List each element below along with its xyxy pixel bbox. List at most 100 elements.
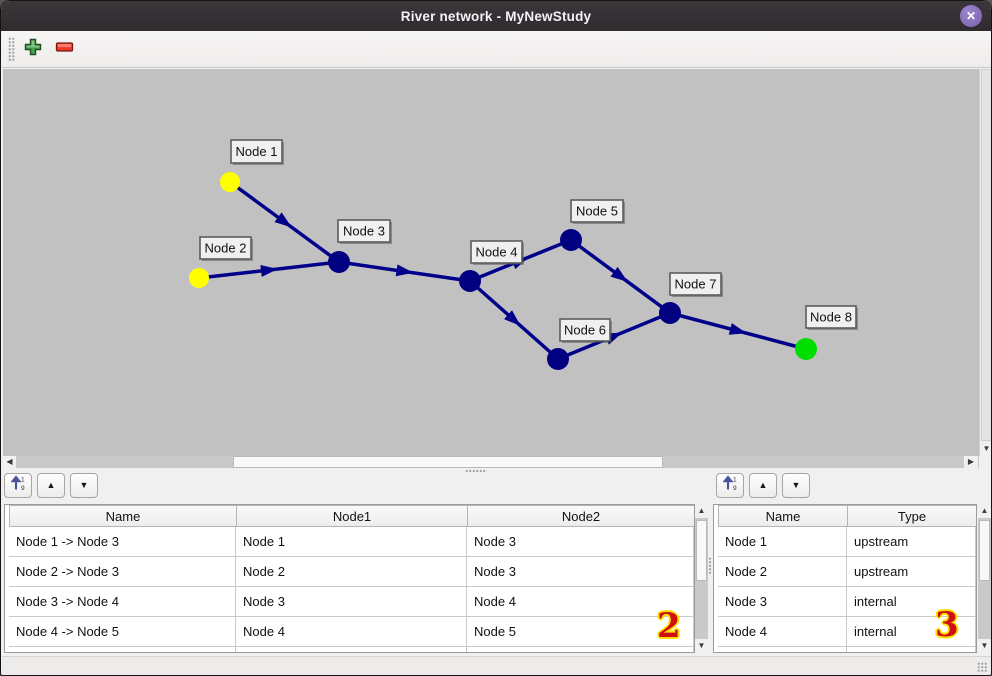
table-cell[interactable]: Node 4: [236, 617, 467, 647]
nodes-table-vscrollbar[interactable]: ▲ ▼: [978, 504, 991, 653]
titlebar: River network - MyNewStudy ✕: [1, 1, 991, 31]
canvas-scroll-left-icon[interactable]: ◀: [3, 456, 16, 468]
up-triangle-icon: ▲: [758, 480, 768, 490]
node-Node-5[interactable]: [560, 229, 582, 251]
minus-icon: [55, 40, 75, 58]
nodes-scroll-up-icon[interactable]: ▲: [978, 504, 991, 518]
table-cell[interactable]: Node 2 -> Node 3: [9, 557, 236, 587]
node-Node-1[interactable]: [220, 172, 240, 192]
column-header-node2: Node2: [467, 505, 694, 527]
node-label: Node 5: [576, 204, 618, 219]
edges-table-vscrollbar-thumb[interactable]: [696, 520, 707, 581]
edge-arrow-icon: [274, 212, 292, 228]
nodes-scroll-down-icon[interactable]: ▼: [978, 639, 991, 653]
canvas-vscrollbar-thumb[interactable]: [981, 69, 991, 441]
node-Node-6[interactable]: [547, 348, 569, 370]
table-cell[interactable]: Node 3 -> Node 4: [9, 587, 236, 617]
column-header-name: Name: [9, 505, 237, 527]
add-node-button[interactable]: [19, 35, 47, 63]
svg-text:9: 9: [21, 485, 25, 491]
node-Node-2[interactable]: [189, 268, 209, 288]
toolbar-drag-handle[interactable]: [8, 37, 15, 62]
table-cell: [236, 647, 467, 652]
table-cell: [9, 647, 236, 652]
node-Node-7[interactable]: [659, 302, 681, 324]
sort-ascending-icon: 1 9: [721, 475, 738, 496]
node-label-box: [570, 199, 624, 223]
canvas-vscrollbar[interactable]: ▼: [979, 69, 991, 456]
node-label: Node 3: [343, 224, 385, 239]
edges-move-down-button[interactable]: ▼: [70, 473, 98, 498]
table-cell[interactable]: internal: [847, 617, 976, 647]
close-button[interactable]: ✕: [960, 5, 982, 27]
annotation-2: 2: [657, 606, 681, 646]
edges-table-vscrollbar[interactable]: ▲ ▼: [695, 504, 708, 653]
horizontal-splitter-handle[interactable]: [465, 469, 487, 473]
table-cell[interactable]: Node 4: [467, 587, 694, 617]
node-Node-3[interactable]: [328, 251, 350, 273]
table-cell[interactable]: Node 1 -> Node 3: [9, 527, 236, 557]
tables-splitter-handle[interactable]: [708, 557, 712, 575]
canvas-hscrollbar[interactable]: ◀ ▶: [3, 456, 979, 468]
down-triangle-icon: ▼: [79, 480, 89, 490]
edge-arrow-icon: [260, 264, 278, 277]
annotation-3: 3: [935, 605, 959, 645]
table-cell[interactable]: Node 1: [718, 527, 847, 557]
table-cell[interactable]: Node 3: [467, 557, 694, 587]
table-cell[interactable]: Node 3: [236, 587, 467, 617]
edges-sort-button[interactable]: 1 9: [4, 473, 32, 498]
nodes-table-header: Name Type: [718, 505, 976, 527]
resize-grip[interactable]: [977, 662, 988, 673]
table-cell[interactable]: upstream: [847, 527, 976, 557]
table-cell[interactable]: Node 3: [718, 587, 847, 617]
node-label-box: [230, 139, 283, 164]
canvas-scroll-down-icon[interactable]: ▼: [980, 442, 991, 456]
node-Node-8[interactable]: [795, 338, 817, 360]
sort-ascending-icon: 1 9: [9, 475, 26, 496]
edges-scroll-up-icon[interactable]: ▲: [695, 504, 708, 518]
remove-node-button[interactable]: [51, 35, 79, 63]
main-toolbar: [2, 31, 991, 68]
table-cell[interactable]: Node 2: [236, 557, 467, 587]
table-cell[interactable]: Node 4: [718, 617, 847, 647]
node-label-box: [199, 236, 252, 260]
table-cell[interactable]: Node 2: [718, 557, 847, 587]
canvas-hscrollbar-thumb[interactable]: [233, 456, 663, 468]
table-cell[interactable]: internal: [847, 587, 976, 617]
close-icon: ✕: [965, 9, 977, 23]
node-Node-4[interactable]: [459, 270, 481, 292]
table-cell[interactable]: Node 3: [467, 527, 694, 557]
edges-move-up-button[interactable]: ▲: [37, 473, 65, 498]
table-cell[interactable]: Node 4 -> Node 5: [9, 617, 236, 647]
node-label-box: [559, 318, 611, 342]
table-cell[interactable]: Node 5: [467, 617, 694, 647]
nodes-move-down-button[interactable]: ▼: [782, 473, 810, 498]
nodes-move-up-button[interactable]: ▲: [749, 473, 777, 498]
canvas-scroll-right-icon[interactable]: ▶: [964, 456, 978, 468]
column-header-type: Type: [847, 505, 976, 527]
nodes-table-vscrollbar-thumb[interactable]: [979, 520, 990, 581]
column-header-node1: Node1: [236, 505, 468, 527]
table-cell[interactable]: upstream: [847, 557, 976, 587]
edges-scroll-down-icon[interactable]: ▼: [695, 639, 708, 653]
nodes-sort-button[interactable]: 1 9: [716, 473, 744, 498]
svg-text:1: 1: [733, 477, 737, 484]
table-cell: [847, 647, 976, 652]
edges-table-header: Name Node1 Node2: [9, 505, 694, 527]
table-cell[interactable]: Node 1: [236, 527, 467, 557]
node-label-box: [470, 240, 523, 264]
svg-text:1: 1: [21, 477, 25, 484]
